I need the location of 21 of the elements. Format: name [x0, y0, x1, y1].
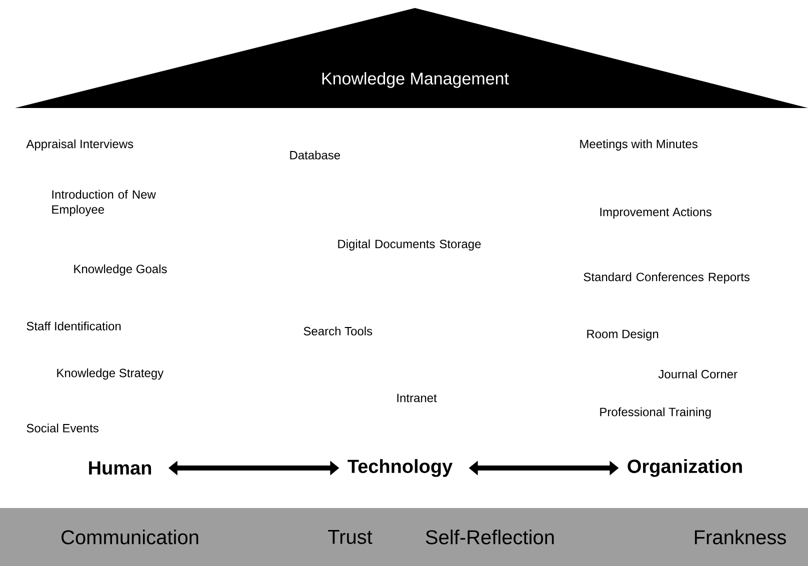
pillar-heading: Organization: [628, 459, 742, 477]
item-label: Social Events: [26, 424, 98, 432]
item-label: Appraisal Interviews: [26, 139, 134, 151]
item-label: Database: [290, 150, 340, 160]
item-label: Room Design: [587, 329, 658, 341]
item-label: Digital Documents Storage: [338, 239, 481, 251]
item-label: Knowledge Strategy: [57, 368, 164, 380]
pillar-heading: Human: [89, 461, 152, 475]
item-label: Search Tools: [304, 326, 372, 336]
item-label: Intranet: [397, 394, 437, 402]
pillar-heading: Technology: [348, 459, 453, 477]
roof-triangle: Knowledge Management: [15, 8, 808, 108]
item-label: Introduction of New Employee: [52, 190, 156, 216]
item-label: Meetings with Minutes: [580, 139, 698, 151]
item-label: Knowledge Goals: [74, 264, 167, 276]
item-label: Standard Conferences Reports: [584, 272, 750, 284]
item-label: Improvement Actions: [600, 207, 712, 219]
item-label: Journal Corner: [658, 370, 738, 378]
item-label: Staff Identification: [26, 322, 121, 330]
item-label: Professional Training: [600, 407, 711, 419]
foundation-band: Communication Trust Self-Reflection Frankness: [0, 508, 808, 566]
